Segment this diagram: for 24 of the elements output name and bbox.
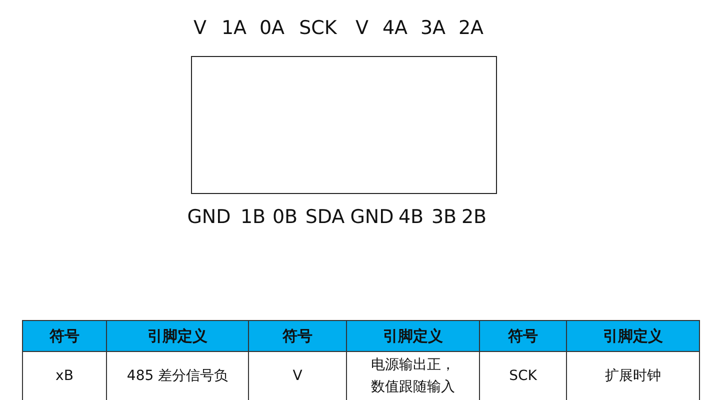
header-cell: 引脚定义 bbox=[106, 320, 248, 352]
pin-label: 2B bbox=[461, 206, 487, 228]
pin-label: V bbox=[194, 17, 206, 39]
table-cell: xB bbox=[22, 352, 106, 400]
pin-label: GND bbox=[187, 206, 231, 228]
pin-label: 4A bbox=[382, 17, 408, 39]
pin-label: V bbox=[356, 17, 368, 39]
header-cell: 符号 bbox=[22, 320, 106, 352]
pin-label: 3A bbox=[420, 17, 446, 39]
header-cell: 符号 bbox=[480, 320, 566, 352]
header-cell: 符号 bbox=[248, 320, 346, 352]
pin-label: 0A bbox=[259, 17, 285, 39]
header-cell: 引脚定义 bbox=[346, 320, 480, 352]
module-outline bbox=[191, 56, 497, 194]
pin-label: 0B bbox=[272, 206, 298, 228]
pin-label: GND bbox=[350, 206, 394, 228]
pin-label: 1A bbox=[221, 17, 247, 39]
header-cell: 引脚定义 bbox=[566, 320, 700, 352]
pin-label: 3B bbox=[431, 206, 457, 228]
pin-label: 2A bbox=[458, 17, 484, 39]
pin-label: 1B bbox=[240, 206, 266, 228]
pin-label: SCK bbox=[299, 17, 337, 39]
pin-label: SDA bbox=[305, 206, 345, 228]
pin-label: 4B bbox=[398, 206, 424, 228]
